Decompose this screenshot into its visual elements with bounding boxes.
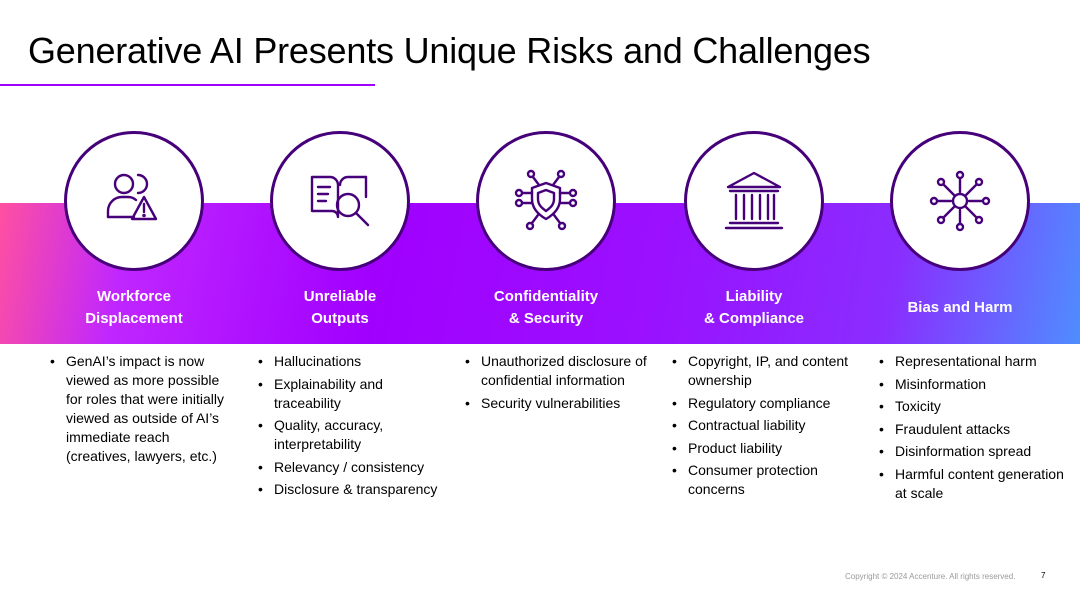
book-magnifier-icon <box>310 175 370 227</box>
list-item: Fraudulent attacks <box>879 420 1069 439</box>
bullet-list-confidentiality: Unauthorized disclosure of confidential … <box>465 352 655 416</box>
list-item: Harmful content generation at scale <box>879 465 1069 503</box>
column-title-workforce: Workforce Displacement <box>85 288 183 327</box>
list-item: Misinformation <box>879 375 1069 394</box>
title-underline <box>0 84 375 86</box>
list-item: GenAI’s impact is now viewed as more pos… <box>50 352 230 466</box>
network-hub-icon <box>929 170 991 232</box>
bullet-list-workforce: GenAI’s impact is now viewed as more pos… <box>50 352 230 470</box>
list-item: Explainability and traceability <box>258 375 448 413</box>
list-item: Copyright, IP, and content ownership <box>672 352 862 390</box>
copyright-notice: Copyright © 2024 Accenture. All rights r… <box>845 572 1016 581</box>
column-title-bias: Bias and Harm <box>907 299 1013 316</box>
list-item: Unauthorized disclosure of confidential … <box>465 352 655 390</box>
bullet-list-unreliable: Hallucinations Explainability and tracea… <box>258 352 448 503</box>
bias-harm-circle <box>890 131 1030 271</box>
list-item: Disclosure & transparency <box>258 480 448 499</box>
list-item: Contractual liability <box>672 416 862 435</box>
list-item: Product liability <box>672 439 862 458</box>
list-item: Consumer protection concerns <box>672 461 862 499</box>
bullet-list-liability: Copyright, IP, and content ownership Reg… <box>672 352 862 503</box>
list-item: Toxicity <box>879 397 1069 416</box>
workforce-displacement-circle <box>64 131 204 271</box>
page-number: 7 <box>1041 571 1046 580</box>
bullet-list-bias: Representational harm Misinformation Tox… <box>879 352 1069 506</box>
shield-circuit-icon <box>514 169 578 231</box>
column-title-confidentiality: Confidentiality & Security <box>493 288 599 327</box>
courthouse-icon <box>724 171 784 230</box>
person-warning-icon <box>106 173 158 221</box>
column-title-liability: Liability & Compliance <box>703 288 805 327</box>
list-item: Disinformation spread <box>879 442 1069 461</box>
slide-title: Generative AI Presents Unique Risks and … <box>28 30 871 71</box>
list-item: Representational harm <box>879 352 1069 371</box>
list-item: Security vulnerabilities <box>465 394 655 413</box>
list-item: Quality, accuracy, interpretability <box>258 416 448 454</box>
confidentiality-security-circle <box>476 131 616 271</box>
list-item: Regulatory compliance <box>672 394 862 413</box>
list-item: Hallucinations <box>258 352 448 371</box>
unreliable-outputs-circle <box>270 131 410 271</box>
liability-compliance-circle <box>684 131 824 271</box>
column-title-unreliable: Unreliable Outputs <box>303 288 377 327</box>
list-item: Relevancy / consistency <box>258 458 448 477</box>
